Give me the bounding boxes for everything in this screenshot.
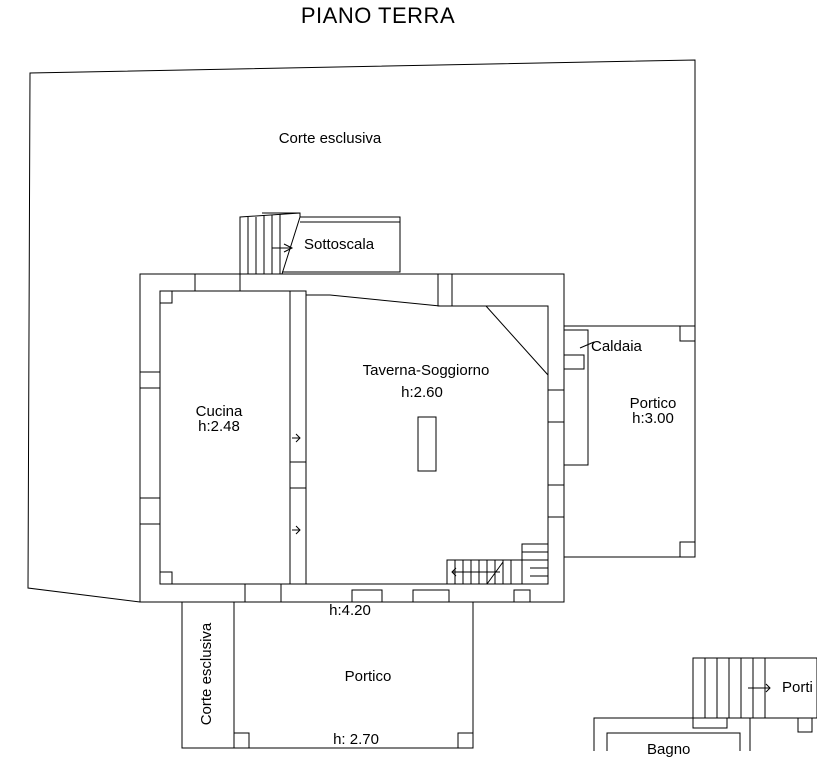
portico-right-name: Portico: [629, 395, 677, 412]
sottoscala-label: Sottoscala: [304, 236, 375, 253]
taverna-column: [417, 416, 437, 472]
window-top-left: [194, 273, 241, 292]
bagno-partial-label: Bagno: [647, 741, 691, 758]
building-outer-wall: [139, 273, 565, 603]
portico-right-height: h:3.00: [632, 410, 674, 427]
taverna-diagonal: [485, 305, 549, 376]
window-bottom-3: [513, 589, 531, 603]
corte-esclusiva-top-label: Corte esclusiva: [278, 130, 382, 147]
corte-esclusiva-bottom-label: Corte esclusiva: [198, 622, 215, 726]
window-top-right: [437, 273, 453, 307]
window-bottom-1: [351, 589, 383, 603]
taverna-inner-wall: [305, 294, 549, 585]
cucina-corner-tl: [159, 290, 173, 304]
cucina-height: h:2.48: [198, 418, 240, 435]
portico-right-outline: [564, 325, 696, 558]
opening-bottom-cucina: [244, 583, 282, 603]
portico-bottom-name: Portico: [344, 668, 392, 685]
threshold-height: h:4.20: [329, 602, 371, 619]
window-right-1: [547, 389, 565, 423]
cucina-corner-bl: [159, 571, 173, 585]
page-title: PIANO TERRA: [300, 3, 456, 28]
taverna-height: h:2.60: [401, 384, 443, 401]
window-right-2: [547, 484, 565, 518]
sottoscala-room: [282, 216, 401, 273]
caldaia-label: Caldaia: [591, 338, 642, 355]
cucina-inner-wall: [159, 290, 291, 585]
partition-door: [289, 461, 307, 489]
cucina-name: Cucina: [195, 403, 243, 420]
window-bottom-2: [412, 589, 450, 603]
window-left-1: [139, 371, 161, 389]
caldaia-room: [563, 329, 589, 466]
window-left-2: [139, 497, 161, 525]
external-stair: [239, 212, 301, 275]
neighbour-building: [593, 717, 693, 751]
portico-bottom-height: h: 2.70: [333, 731, 379, 748]
taverna-name: Taverna-Soggiorno: [362, 362, 490, 379]
portico-bottom-outline: [181, 602, 474, 749]
portico-partial-label: Porti: [782, 679, 813, 696]
